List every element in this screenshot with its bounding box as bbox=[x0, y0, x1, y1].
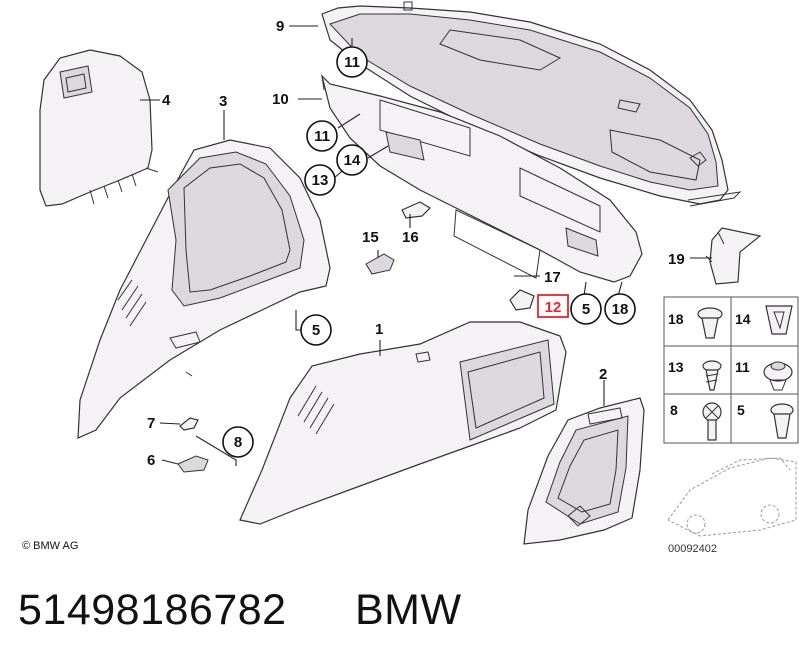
circle-11-top: 11 bbox=[344, 54, 360, 71]
clip-nut-icon bbox=[763, 361, 793, 391]
part-15-clip bbox=[365, 253, 395, 275]
part-2-frame bbox=[523, 397, 645, 545]
legend-11: 11 bbox=[735, 359, 750, 375]
part-19-bracket bbox=[705, 227, 762, 285]
callout-1: 1 bbox=[375, 321, 383, 338]
callout-15: 15 bbox=[362, 229, 379, 246]
part-12-cap bbox=[509, 289, 535, 311]
circle-5-left: 5 bbox=[312, 322, 320, 339]
part-10-shelf-panel bbox=[320, 74, 643, 283]
part-number: 51498186782 bbox=[18, 586, 287, 634]
callout-10: 10 bbox=[272, 91, 289, 108]
callout-6: 6 bbox=[147, 452, 155, 469]
brand-name: BMW bbox=[355, 586, 462, 634]
legend-13: 13 bbox=[668, 359, 684, 375]
copyright-notice: © BMW AG bbox=[22, 540, 79, 552]
diagram-reference: 00092402 bbox=[668, 543, 717, 555]
callout-labels: 9 10 4 3 15 16 17 1 2 7 6 19 bbox=[147, 18, 685, 469]
circle-14: 14 bbox=[344, 152, 361, 169]
callout-17: 17 bbox=[544, 269, 561, 286]
screw-icon bbox=[702, 360, 722, 391]
legend-14: 14 bbox=[735, 311, 751, 327]
callout-12: 12 bbox=[545, 299, 562, 316]
callout-7: 7 bbox=[147, 415, 155, 432]
parts-diagram: 9 10 4 3 15 16 17 1 2 7 6 19 11 11 14 13… bbox=[39, 1, 799, 545]
car-thumbnail bbox=[667, 457, 797, 537]
callout-16: 16 bbox=[402, 229, 419, 246]
push-rivet-icon bbox=[697, 307, 723, 339]
part-6-hook bbox=[177, 455, 209, 473]
part-4-side-cover bbox=[39, 49, 159, 207]
callout-3: 3 bbox=[219, 93, 227, 110]
circle-18: 18 bbox=[612, 301, 629, 318]
bolt-icon bbox=[702, 402, 722, 441]
circled-labels: 11 11 14 13 5 8 5 18 bbox=[222, 46, 636, 458]
legend-8: 8 bbox=[670, 402, 678, 418]
footer: 51498186782 BMW bbox=[0, 586, 799, 656]
part-7-cap bbox=[179, 417, 199, 431]
circle-11-mid: 11 bbox=[314, 128, 330, 145]
part-1-main-trim bbox=[239, 321, 567, 525]
circle-13: 13 bbox=[312, 172, 329, 189]
leader-lines bbox=[140, 25, 712, 466]
highlighted-part-12: 12 bbox=[537, 294, 569, 318]
fastener-legend: 18 14 13 11 8 5 bbox=[663, 296, 799, 444]
callout-4: 4 bbox=[162, 92, 171, 109]
plug-clip-icon bbox=[770, 403, 794, 439]
legend-5: 5 bbox=[737, 402, 745, 418]
legend-18: 18 bbox=[668, 311, 684, 327]
circle-5-right: 5 bbox=[582, 301, 590, 318]
part-3-left-trim bbox=[77, 139, 331, 439]
circle-8: 8 bbox=[234, 434, 242, 451]
part-16-clip bbox=[401, 201, 431, 219]
callout-2: 2 bbox=[599, 366, 607, 383]
callout-19: 19 bbox=[668, 251, 685, 268]
expanding-clip-icon bbox=[765, 305, 793, 335]
callout-9: 9 bbox=[276, 18, 284, 35]
part-9-parcel-shelf bbox=[321, 1, 742, 207]
